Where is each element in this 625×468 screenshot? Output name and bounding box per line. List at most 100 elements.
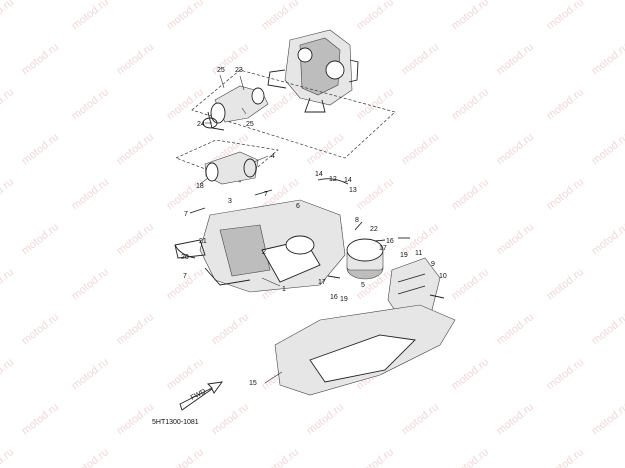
fwd-label: FWD (190, 388, 207, 401)
part-number-label: 23 (235, 67, 243, 74)
watermark-text: motod.ru (69, 176, 111, 212)
part-number-label: 25 (246, 121, 254, 128)
part-number-label: 6 (296, 203, 300, 210)
watermark-text: motod.ru (114, 221, 156, 257)
watermark-text: motod.ru (114, 41, 156, 77)
watermark-text: motod.ru (0, 446, 16, 468)
part-number-label: 22 (370, 226, 378, 233)
watermark-text: motod.ru (209, 311, 251, 347)
watermark-text: motod.ru (0, 176, 16, 212)
watermark-text: motod.ru (449, 266, 491, 302)
part-number-label: 15 (249, 380, 257, 387)
watermark-text: motod.ru (304, 131, 346, 167)
intake-joint-drawing (202, 85, 269, 131)
part-number-label: 19 (400, 252, 408, 259)
part-number-label: 7 (184, 211, 188, 218)
watermark-text: motod.ru (69, 266, 111, 302)
fasteners (189, 189, 445, 299)
watermark-text: motod.ru (164, 176, 206, 212)
watermark-text: motod.ru (164, 0, 206, 32)
watermark-text: motod.ru (354, 176, 396, 212)
watermark-text: motod.ru (494, 131, 536, 167)
watermark-text: motod.ru (589, 41, 625, 77)
watermark-text: motod.ru (494, 221, 536, 257)
watermark-text: motod.ru (589, 311, 625, 347)
watermark-text: motod.ru (164, 446, 206, 468)
watermark-text: motod.ru (19, 41, 61, 77)
watermark-text: motod.ru (19, 311, 61, 347)
watermark-text: motod.ru (589, 221, 625, 257)
watermark-text: motod.ru (449, 0, 491, 32)
watermark-text: motod.ru (494, 401, 536, 437)
watermark-text: motod.ru (0, 356, 16, 392)
air-duct-drawing (204, 151, 259, 185)
watermark-text: motod.ru (0, 266, 16, 302)
watermark-text: motod.ru (69, 0, 111, 32)
drain-hose (174, 244, 196, 259)
duct-frame (175, 139, 279, 183)
watermark-text: motod.ru (19, 131, 61, 167)
watermark-text: motod.ru (354, 446, 396, 468)
part-number-label: 8 (355, 217, 359, 224)
watermark-text: motod.ru (0, 0, 16, 32)
part-number-label: 12 (329, 176, 337, 183)
watermark-text: motod.ru (449, 86, 491, 122)
part-number-label: 24 (197, 121, 205, 128)
watermark-text: motod.ru (399, 41, 441, 77)
watermark-text: motod.ru (259, 0, 301, 32)
figure-code: 5HT1300-1081 (152, 419, 199, 426)
part-number-label: 3 (228, 198, 232, 205)
element-cover-drawing (387, 257, 441, 319)
air-cleaner-case-drawing (174, 199, 346, 293)
watermark-text: motod.ru (449, 446, 491, 468)
watermark-text: motod.ru (19, 221, 61, 257)
part-number-label: 11 (415, 250, 422, 257)
part-number-label: 13 (349, 187, 357, 194)
part-number-label: 19 (340, 296, 348, 303)
watermark-text: motod.ru (494, 311, 536, 347)
watermark-text: motod.ru (69, 356, 111, 392)
part-number-label: 16 (330, 294, 338, 301)
watermark-text: motod.ru (209, 41, 251, 77)
watermark-text: motod.ru (544, 176, 586, 212)
watermark-text: motod.ru (544, 266, 586, 302)
part-number-label: 20 (181, 254, 189, 261)
watermark-text: motod.ru (399, 401, 441, 437)
intake-frame (191, 69, 396, 159)
part-number-label: 18 (196, 183, 204, 190)
part-number-label: 16 (386, 238, 394, 245)
part-number-label: 2 (262, 249, 266, 256)
watermark-text: motod.ru (259, 446, 301, 468)
part-number-label: 4 (271, 153, 275, 160)
part-number-label: 14 (344, 177, 352, 184)
watermark-text: motod.ru (304, 401, 346, 437)
watermark-text: motod.ru (544, 356, 586, 392)
watermark-text: motod.ru (589, 131, 625, 167)
watermark-text: motod.ru (449, 356, 491, 392)
watermark-text: motod.ru (19, 401, 61, 437)
watermark-text: motod.ru (69, 86, 111, 122)
part-number-label: 7 (264, 191, 268, 198)
part-number-label: 1 (282, 286, 286, 293)
part-number-label: 5 (361, 282, 365, 289)
watermark-text: motod.ru (354, 0, 396, 32)
carburetor-drawing (267, 29, 359, 113)
breather-hose (317, 178, 349, 185)
part-number-label: 7 (183, 273, 187, 280)
watermark-text: motod.ru (209, 401, 251, 437)
part-number-label: 25 (217, 67, 225, 74)
part-number-label: 17 (379, 245, 387, 252)
watermark-text: motod.ru (449, 176, 491, 212)
part-number-label: 9 (431, 261, 435, 268)
watermark-text: motod.ru (114, 311, 156, 347)
watermark-text: motod.ru (544, 446, 586, 468)
part-number-label: 17 (318, 279, 326, 286)
watermark-text: motod.ru (544, 0, 586, 32)
air-filter-element-drawing (346, 238, 384, 280)
part-number-label: 21 (199, 238, 207, 245)
watermark-text: motod.ru (114, 401, 156, 437)
watermark-text: motod.ru (164, 86, 206, 122)
leader-lines (199, 74, 283, 384)
